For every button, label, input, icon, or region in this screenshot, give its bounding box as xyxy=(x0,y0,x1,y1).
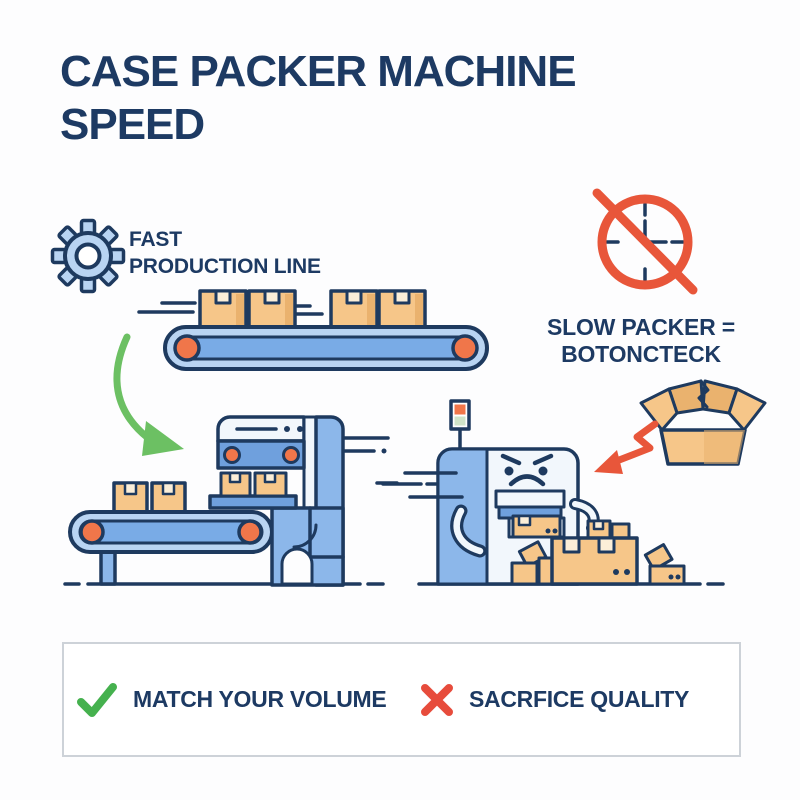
roller xyxy=(451,334,479,362)
roller xyxy=(237,519,263,545)
fast-conveyor xyxy=(137,289,489,371)
conveyor-boxes xyxy=(198,289,427,329)
machine-lower-body xyxy=(270,506,345,587)
takeaway-do: MATCH YOUR VOLUME xyxy=(76,644,387,755)
eyebrow xyxy=(532,453,554,466)
cardboard-box xyxy=(377,289,427,329)
machine-arm-left xyxy=(450,504,487,558)
signal-light xyxy=(449,399,471,452)
cardboard-box xyxy=(219,471,252,498)
cardboard-box xyxy=(247,289,297,329)
cardboard-box xyxy=(150,481,187,514)
frown xyxy=(508,474,546,487)
takeaway-do-label: MATCH YOUR VOLUME xyxy=(133,686,387,712)
no-time-clock-icon xyxy=(592,188,698,295)
roller xyxy=(79,519,105,545)
arch-cutout xyxy=(280,547,314,586)
machine-shelf xyxy=(208,494,298,510)
speed-lines xyxy=(381,471,464,499)
cardboard-box xyxy=(610,522,631,540)
green-curved-arrow xyxy=(113,333,184,456)
cardboard-box xyxy=(511,514,562,539)
slow-packer-label: SLOW PACKER = BOTONCTECK xyxy=(546,314,735,367)
output-slot xyxy=(494,489,566,539)
cardboard-box xyxy=(198,289,248,329)
machine-column-white xyxy=(302,415,318,510)
takeaway-dont: SACRFICE QUALITY xyxy=(420,644,689,755)
roller xyxy=(173,334,201,362)
cardboard-box xyxy=(112,481,149,514)
page-title-line2: SPEED xyxy=(60,100,205,149)
conveyor-leg xyxy=(99,547,117,586)
cross-icon xyxy=(421,683,453,716)
page-title-line1: CASE PACKER MACHINE xyxy=(60,47,577,96)
checkmark-icon xyxy=(77,682,117,717)
eye xyxy=(504,466,514,476)
box-pile xyxy=(510,519,686,586)
eyebrow xyxy=(500,453,522,466)
cardboard-box xyxy=(648,564,686,586)
crack xyxy=(697,379,710,409)
belt-inner xyxy=(78,519,264,545)
nozzle xyxy=(282,446,300,464)
eye xyxy=(538,466,548,476)
takeaway-dont-label: SACRFICE QUALITY xyxy=(469,686,690,712)
slow-packer-machine xyxy=(381,399,725,586)
cardboard-box xyxy=(510,561,539,586)
fast-production-label: FAST PRODUCTION LINE xyxy=(129,228,321,278)
angry-face xyxy=(500,453,554,487)
speed-lines xyxy=(137,301,324,316)
nozzle xyxy=(223,446,241,464)
cardboard-box xyxy=(586,519,612,540)
cardboard-box xyxy=(253,471,288,498)
cardboard-box-large xyxy=(550,536,639,586)
damaged-box-icon xyxy=(639,379,767,466)
fast-packer-machine xyxy=(63,415,399,587)
takeaway-bar: MATCH YOUR VOLUME SACRFICE QUALITY xyxy=(62,642,741,757)
red-zigzag-arrow xyxy=(594,420,659,474)
cardboard-box xyxy=(329,289,379,329)
page-title: CASE PACKER MACHINE SPEED xyxy=(60,45,577,151)
gear-icon xyxy=(50,218,126,294)
belt-inner xyxy=(175,335,477,361)
